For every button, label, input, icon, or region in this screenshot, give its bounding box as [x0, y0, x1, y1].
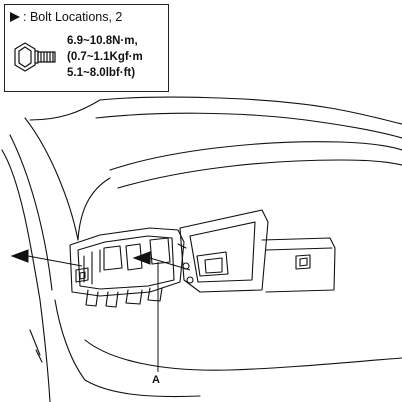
legend-title-text: : Bolt Locations, 2: [23, 10, 123, 24]
torque-line-kgfm: (0.7~1.1Kgf·m: [67, 51, 143, 63]
hinge-assembly: [69, 227, 185, 297]
bolt-icon: [14, 42, 56, 72]
torque-line-nm: 6.9~10.8N·m,: [67, 35, 138, 47]
torque-line-lbfft: 5.1~8.0lbf·ft): [67, 67, 136, 79]
legend-box: : Bolt Locations, 2 6.9~10.8N·m, (0.7~1.…: [4, 4, 169, 92]
mounting-bracket: [179, 209, 269, 293]
legend-title: : Bolt Locations, 2: [10, 10, 122, 24]
connector-block: [261, 237, 336, 293]
arrow-marker-icon: [10, 12, 20, 22]
leader-line-center: [149, 257, 191, 271]
arrow-marker-left: [10, 249, 29, 263]
arrow-marker-center: [132, 251, 151, 265]
pillar-outline: [1, 149, 51, 402]
leader-line-left: [27, 255, 83, 267]
callout-label-a: A: [152, 374, 160, 386]
torque-spec: 6.9~10.8N·m, (0.7~1.1Kgf·m 5.1~8.0lbf·ft…: [67, 33, 143, 81]
